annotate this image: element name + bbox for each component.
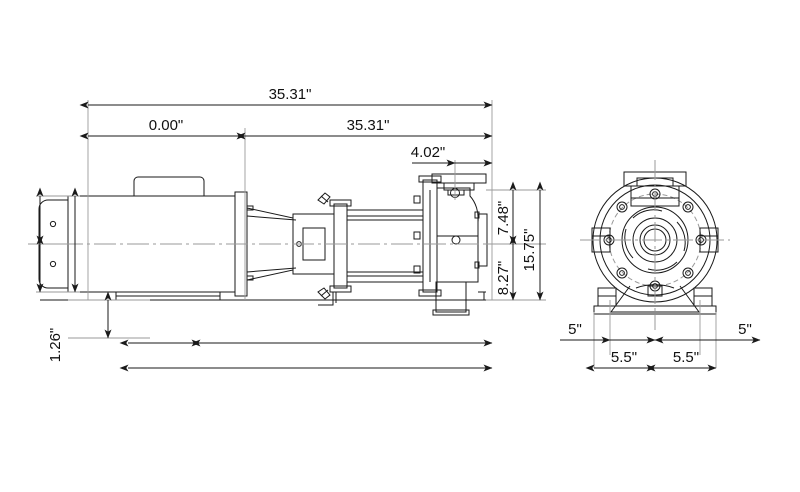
label-overall-length: 35.31" [269,86,312,103]
label-front-right-5: 5" [738,321,752,338]
label-748: 7.48" [495,201,512,236]
label-datum: 0.00" [149,117,184,134]
dimension-lines [36,101,761,372]
label-front-right-55: 5.5" [673,349,699,366]
label-front-left-55: 5.5" [611,349,637,366]
front-view-centerline [580,160,730,330]
label-length-from-datum: 35.31" [347,117,390,134]
label-1575: 15.75" [521,229,538,272]
label-discharge-offset: 4.02" [411,144,446,161]
dimension-labels: 35.31" 0.00" 35.31" 4.02" 1.26" 7.48" 8.… [47,86,752,366]
label-827: 8.27" [495,261,512,296]
label-base-height: 1.26" [47,328,64,363]
extension-lines [36,100,717,368]
label-front-left-5: 5" [568,321,582,338]
